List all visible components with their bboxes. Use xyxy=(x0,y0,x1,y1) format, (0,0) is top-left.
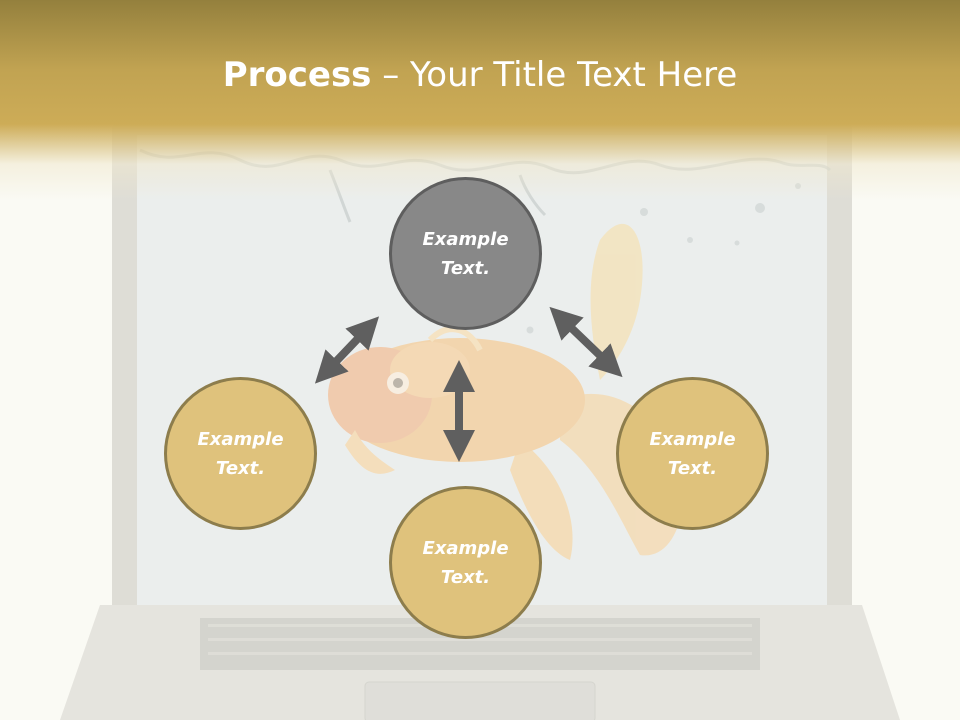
node-right-text: Example Text. xyxy=(649,428,736,479)
title-bold: Process xyxy=(222,55,372,95)
slide-title: Process – Your Title Text Here xyxy=(0,50,960,100)
arrow-top-right xyxy=(549,306,623,378)
arrow-top-left xyxy=(314,316,380,384)
process-node-right: Example Text. xyxy=(616,377,769,530)
process-node-bottom: Example Text. xyxy=(389,486,542,639)
node-bottom-text: Example Text. xyxy=(422,537,509,588)
title-rest: – Your Title Text Here xyxy=(371,55,738,95)
laptop-trackpad xyxy=(364,681,596,720)
node-top-text: Example Text. xyxy=(422,228,509,279)
title-banner xyxy=(0,0,960,200)
node-left-text: Example Text. xyxy=(197,428,284,479)
process-node-left: Example Text. xyxy=(164,377,317,530)
process-node-top: Example Text. xyxy=(389,177,542,330)
bubbles xyxy=(526,183,801,334)
